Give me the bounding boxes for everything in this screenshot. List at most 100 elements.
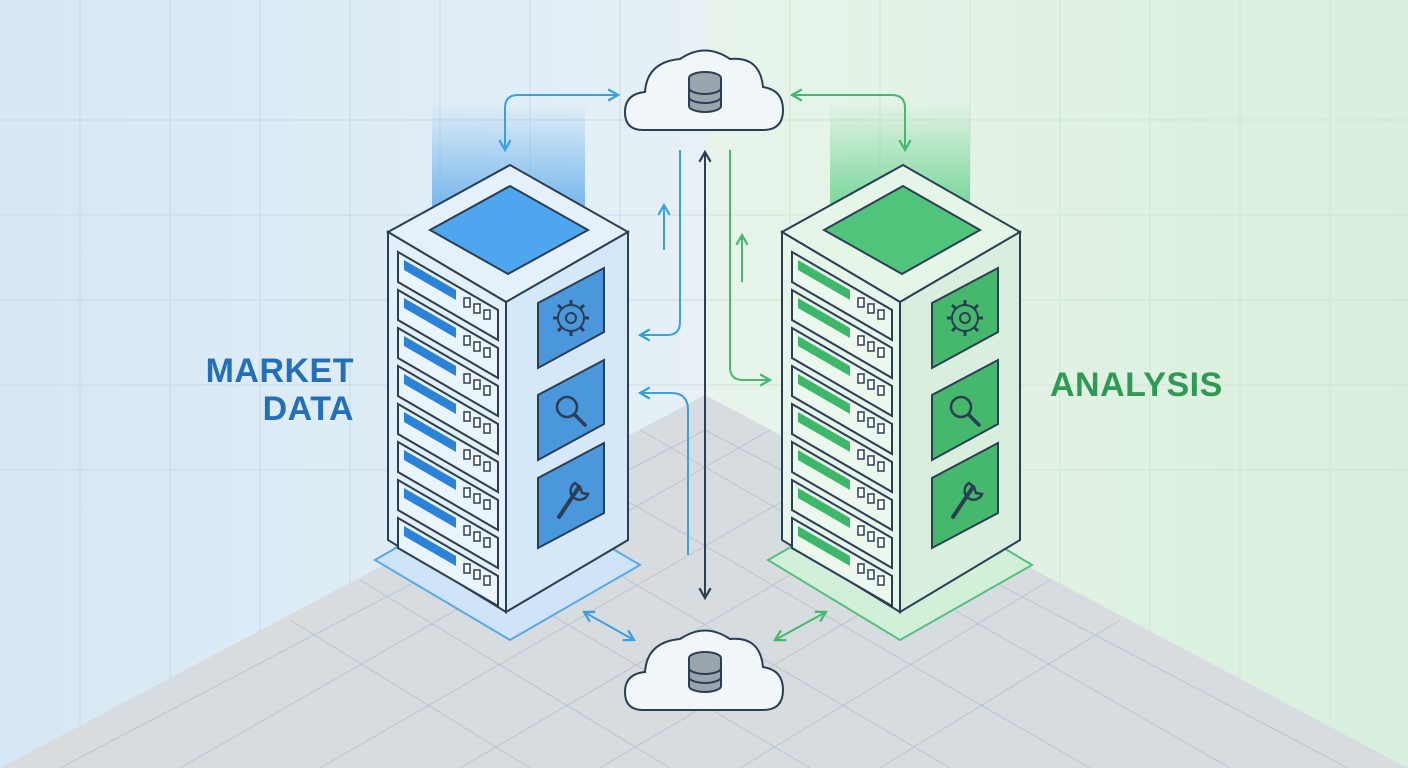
- blade-indicator: [404, 488, 456, 528]
- gear-panel[interactable]: [931, 266, 999, 370]
- connectors: [498, 88, 912, 642]
- blade-port: [463, 373, 471, 384]
- blade-indicator: [404, 450, 456, 490]
- blade-port: [483, 537, 491, 548]
- top-cloud[interactable]: [623, 49, 785, 131]
- blade-port: [473, 379, 481, 390]
- blue-cloud-link: [498, 88, 621, 153]
- blade-port: [857, 411, 865, 422]
- cloud-database-icon: [688, 651, 722, 693]
- blue-down-link: [637, 150, 681, 342]
- blade-port: [483, 423, 491, 434]
- blade-port: [483, 309, 491, 320]
- green-bottom-link: [773, 610, 828, 642]
- label-line: ANALYSIS: [1050, 366, 1223, 404]
- blade-port: [877, 385, 885, 396]
- blade-indicator: [798, 298, 850, 338]
- blade-port: [463, 525, 471, 536]
- blade-port: [473, 531, 481, 542]
- blade-port: [473, 569, 481, 580]
- blade-port: [877, 499, 885, 510]
- market-data-server: [373, 102, 642, 642]
- blade-port: [473, 341, 481, 352]
- blade-port: [857, 563, 865, 574]
- blade-port: [473, 455, 481, 466]
- magnifier-panel[interactable]: [931, 358, 999, 462]
- blade-port: [877, 575, 885, 586]
- magnifier-icon: [949, 395, 981, 427]
- blade-indicator: [404, 526, 456, 566]
- blade-port: [483, 385, 491, 396]
- blade-port: [877, 537, 885, 548]
- blade-port: [857, 335, 865, 346]
- label-line: DATA: [262, 390, 354, 428]
- blade-port: [857, 525, 865, 536]
- green-cloud-link: [789, 88, 912, 153]
- blade-indicator: [798, 336, 850, 376]
- gear-icon: [947, 300, 983, 336]
- blade-indicator: [798, 450, 850, 490]
- blade-port: [463, 487, 471, 498]
- blade-port: [483, 499, 491, 510]
- gear-panel[interactable]: [537, 266, 605, 370]
- blade-port: [877, 309, 885, 320]
- label-line: MARKET: [205, 352, 354, 390]
- analysis-server: [766, 102, 1034, 642]
- blade-indicator: [404, 374, 456, 414]
- magnifier-panel[interactable]: [537, 358, 605, 462]
- blade-indicator: [404, 260, 456, 300]
- blade-port: [483, 575, 491, 586]
- blade-port: [867, 569, 875, 580]
- blade-port: [867, 417, 875, 428]
- market-data-label: MARKET DATA: [206, 352, 354, 428]
- blade-port: [867, 531, 875, 542]
- wrench-icon: [951, 481, 984, 519]
- wrench-panel[interactable]: [931, 441, 999, 550]
- blade-port: [483, 347, 491, 358]
- blade-indicator: [798, 488, 850, 528]
- blade-port: [463, 297, 471, 308]
- bottom-cloud[interactable]: [623, 629, 785, 711]
- top-screen: [821, 184, 983, 276]
- blade-port: [877, 423, 885, 434]
- server-blades: [397, 250, 499, 608]
- blade-port: [857, 449, 865, 460]
- blade-indicator: [798, 526, 850, 566]
- blade-port: [857, 487, 865, 498]
- blade-port: [877, 461, 885, 472]
- blade-port: [857, 373, 865, 384]
- green-down-link: [729, 150, 773, 387]
- gear-icon: [553, 300, 589, 336]
- blade-port: [463, 335, 471, 346]
- top-screen: [427, 184, 591, 276]
- blade-port: [867, 379, 875, 390]
- blade-port: [473, 493, 481, 504]
- blade-indicator: [798, 260, 850, 300]
- analysis-label: ANALYSIS: [1050, 366, 1223, 404]
- blade-indicator: [798, 412, 850, 452]
- blade-indicator: [404, 412, 456, 452]
- blade-port: [867, 455, 875, 466]
- blade-indicator: [404, 298, 456, 338]
- blade-port: [877, 347, 885, 358]
- blue-up-link: [637, 386, 689, 555]
- blade-indicator: [404, 336, 456, 376]
- blue-bottom-link: [582, 610, 636, 642]
- blade-port: [473, 417, 481, 428]
- blade-port: [463, 449, 471, 460]
- server-blades: [791, 250, 893, 608]
- magnifier-icon: [555, 395, 587, 427]
- cloud-database-icon: [688, 71, 722, 113]
- blade-port: [867, 341, 875, 352]
- blade-port: [463, 563, 471, 574]
- blade-port: [473, 303, 481, 314]
- blade-port: [483, 461, 491, 472]
- blade-port: [857, 297, 865, 308]
- wrench-icon: [557, 481, 590, 519]
- blade-port: [867, 493, 875, 504]
- blade-port: [867, 303, 875, 314]
- wrench-panel[interactable]: [537, 441, 605, 550]
- blade-port: [463, 411, 471, 422]
